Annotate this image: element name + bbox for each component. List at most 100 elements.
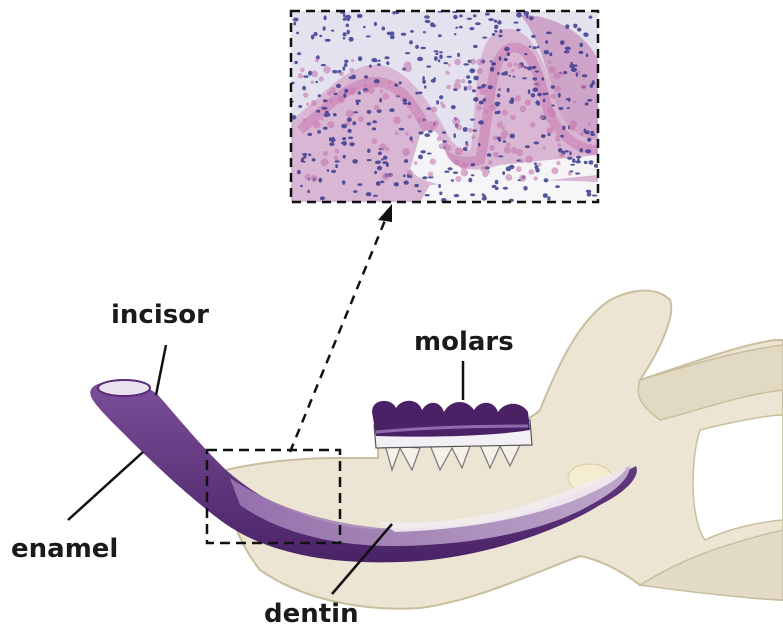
cell-nucleus (534, 162, 537, 165)
cell-nucleus (551, 85, 555, 89)
cell-nucleus (342, 141, 347, 146)
cell-nucleus (371, 58, 377, 62)
cell-nucleus (329, 142, 334, 146)
cell-nucleus (423, 119, 425, 122)
cell-cytoplasm (509, 176, 512, 179)
cell-nucleus (386, 163, 389, 167)
cell-nucleus (424, 133, 430, 137)
cell-nucleus (308, 153, 311, 156)
cell-nucleus (404, 159, 408, 163)
cell-nucleus (426, 65, 431, 67)
cell-nucleus (446, 56, 452, 58)
cell-nucleus (573, 24, 577, 29)
cell-cytoplasm (454, 160, 460, 166)
cell-nucleus (439, 192, 442, 196)
cell-nucleus (302, 153, 308, 155)
cell-nucleus (321, 64, 326, 66)
cell-nucleus (390, 31, 395, 35)
molars-label: molars (414, 327, 514, 357)
cell-cytoplasm (306, 103, 309, 106)
cell-nucleus (394, 84, 398, 87)
cell-cytoplasm (321, 118, 324, 121)
cell-cytoplasm (382, 173, 389, 180)
cell-nucleus (483, 98, 487, 101)
cell-cytoplasm (311, 175, 318, 182)
cell-nucleus (564, 50, 570, 53)
cell-nucleus (567, 157, 572, 160)
cell-cytoplasm (482, 171, 488, 177)
cell-nucleus (563, 71, 567, 74)
enamel-leader-line (68, 452, 143, 520)
cell-nucleus (320, 196, 325, 200)
cell-nucleus (307, 190, 310, 193)
cell-nucleus (473, 14, 477, 17)
cell-nucleus (401, 33, 407, 36)
cell-nucleus (589, 16, 593, 19)
cell-nucleus (344, 60, 348, 63)
cell-nucleus (579, 148, 583, 152)
cell-cytoplasm (551, 94, 556, 99)
cell-nucleus (366, 35, 371, 37)
cell-nucleus (468, 80, 472, 84)
cell-cytoplasm (581, 84, 587, 90)
cell-nucleus (454, 33, 456, 35)
cell-cytoplasm (379, 143, 386, 150)
cell-nucleus (435, 53, 438, 56)
cell-cytoplasm (364, 90, 367, 93)
cell-nucleus (585, 102, 589, 105)
cell-nucleus (535, 71, 540, 73)
cell-nucleus (352, 159, 358, 164)
cell-nucleus (422, 176, 427, 179)
cell-nucleus (417, 57, 423, 61)
cell-cytoplasm (468, 128, 473, 133)
cell-nucleus (311, 35, 315, 40)
cell-nucleus (403, 174, 406, 177)
cell-nucleus (533, 88, 539, 93)
cell-cytoplasm (374, 83, 379, 88)
cell-nucleus (314, 32, 318, 36)
cell-cytoplasm (568, 172, 572, 176)
cell-nucleus (478, 120, 484, 124)
cell-cytoplasm (324, 160, 329, 165)
cell-cytoplasm (573, 100, 576, 103)
cell-nucleus (403, 98, 407, 102)
cell-cytoplasm (380, 90, 384, 94)
cell-nucleus (384, 56, 389, 59)
cell-nucleus (378, 60, 381, 62)
cell-cytoplasm (428, 172, 433, 177)
cell-cytoplasm (530, 122, 536, 128)
cell-nucleus (329, 137, 331, 141)
cell-nucleus (343, 37, 346, 39)
cell-cytoplasm (525, 99, 532, 106)
cell-nucleus (507, 52, 510, 56)
cell-nucleus (497, 72, 500, 75)
cell-nucleus (351, 75, 356, 80)
cell-nucleus (482, 193, 485, 195)
cell-nucleus (334, 160, 339, 162)
cell-cytoplasm (471, 135, 475, 139)
cell-nucleus (472, 89, 476, 92)
cell-nucleus (565, 150, 569, 152)
cell-nucleus (363, 26, 366, 28)
cell-nucleus (369, 65, 372, 68)
cell-nucleus (381, 159, 384, 161)
cell-nucleus (319, 35, 322, 37)
cell-nucleus (425, 20, 431, 23)
cell-nucleus (470, 119, 475, 121)
cell-nucleus (374, 171, 377, 175)
cell-nucleus (487, 153, 492, 157)
cell-nucleus (584, 161, 588, 164)
cell-nucleus (303, 75, 308, 78)
cell-nucleus (424, 85, 426, 89)
cell-nucleus (502, 171, 505, 175)
cell-cytoplasm (543, 146, 546, 149)
cell-nucleus (584, 129, 587, 133)
cell-nucleus (404, 180, 409, 184)
cell-cytoplasm (516, 166, 522, 172)
cell-nucleus (566, 98, 571, 100)
cell-nucleus (372, 120, 377, 123)
cell-nucleus (448, 167, 453, 170)
cell-nucleus (459, 26, 463, 29)
cell-nucleus (466, 18, 472, 20)
cell-nucleus (390, 35, 395, 39)
